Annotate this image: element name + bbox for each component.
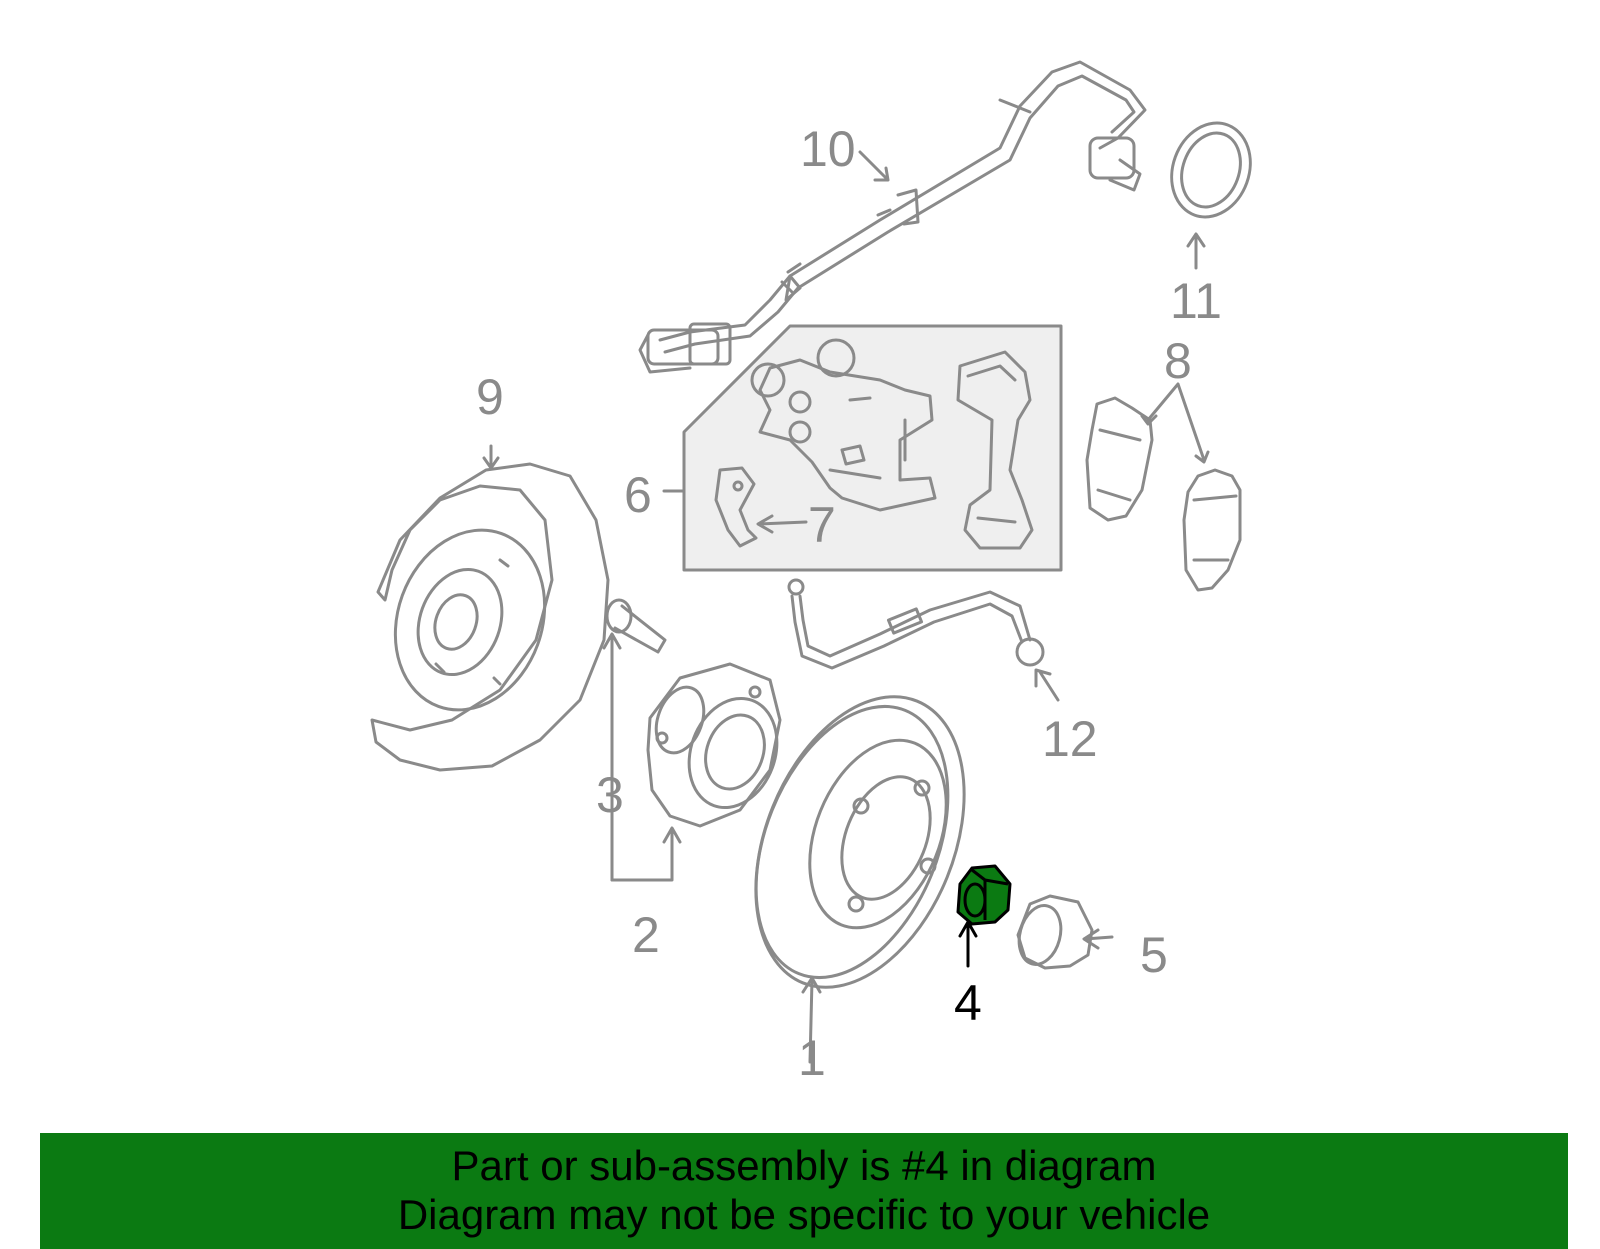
part-info-banner: Part or sub-assembly is #4 in diagram Di… [40,1133,1568,1249]
callout-6: 6 [624,467,652,523]
leader-lines [482,150,1210,1064]
caliper-assembly-panel [682,324,1063,572]
hub-cap [1016,894,1094,970]
hub-bearing [646,662,782,828]
splash-shield [370,462,610,772]
callout-10: 10 [800,121,856,177]
callout-4: 4 [954,975,982,1031]
callout-8: 8 [1164,333,1192,389]
leader-line-4 [958,920,978,968]
callout-7: 7 [808,497,836,553]
parts-diagram [370,60,1252,1064]
brake-hose [787,578,1045,670]
wheel-stud [605,598,667,654]
brake-pad-inner [1085,396,1154,522]
caliper [750,338,937,512]
abs-sensor-wire [638,60,1147,374]
callout-12: 12 [1042,711,1098,767]
callout-3: 3 [596,767,624,823]
brake-pad-outer [1182,468,1242,592]
callout-5: 5 [1140,927,1168,983]
pad-clip [714,466,758,548]
banner-line-disclaimer: Diagram may not be specific to your vehi… [397,1191,1211,1238]
brake-disc-rotor [754,695,966,989]
seal-ring [1170,121,1252,219]
caliper-bracket [956,350,1034,550]
banner-line-part: Part or sub-assembly is #4 in diagram [451,1142,1157,1189]
callout-9: 9 [476,369,504,425]
callout-1: 1 [798,1030,826,1086]
lock-nut-highlighted [956,864,1012,926]
callout-11: 11 [1170,273,1222,329]
callout-2: 2 [632,907,660,963]
